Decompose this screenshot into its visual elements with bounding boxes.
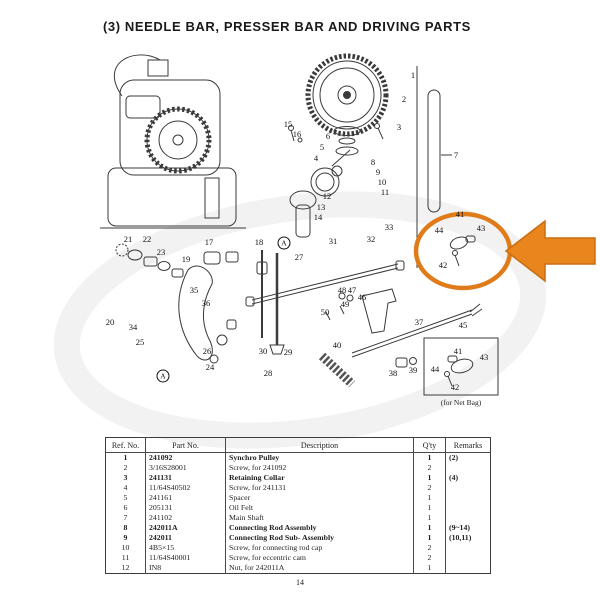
cell-ref: 6 (123, 503, 128, 512)
cell-qty: 1 (413, 493, 446, 503)
cell-part: 205131 (145, 503, 226, 513)
cell-qty: 2 (413, 553, 446, 563)
cell-qty: 1 (413, 563, 446, 574)
cell-ref: 8 (123, 523, 128, 532)
cell-part: 242011 (145, 533, 226, 543)
cell-ref: 1 (123, 453, 128, 462)
cell-part: 11/64S40001 (145, 553, 226, 563)
cell-qty: 1 (413, 503, 446, 513)
cell-qty: 1 (413, 452, 446, 463)
cell-remarks (445, 513, 491, 523)
cell-qty: 2 (413, 463, 446, 473)
cell-desc: Screw, for connecting rod cap (225, 543, 414, 553)
highlight-annotation (413, 211, 596, 291)
cell-remarks: (2) (445, 452, 491, 463)
cell-desc: Screw, for 241131 (225, 483, 414, 493)
net-bag-inset (423, 337, 499, 396)
cell-part: 241131 (145, 473, 226, 483)
cell-remarks: (4) (445, 473, 491, 483)
main-shaft (416, 66, 452, 268)
cell-desc: Connecting Rod Sub- Assembly (225, 533, 414, 543)
connecting-rod (289, 149, 351, 238)
cell-part: IN8 (145, 563, 226, 574)
synchro-pulley (305, 53, 389, 156)
column-header-2: Description (225, 437, 414, 453)
page-title: (3) NEEDLE BAR, PRESSER BAR AND DRIVING … (103, 19, 471, 34)
needle-presser-bars (256, 250, 285, 355)
cell-remarks: (10,11) (445, 533, 491, 543)
cell-remarks: (9~14) (445, 523, 491, 533)
cell-ref: 11 (121, 553, 130, 562)
left-assembly (115, 243, 239, 364)
column-header-0: Ref. No. (111, 440, 140, 450)
cell-qty: 1 (413, 533, 446, 543)
cell-qty: 1 (413, 473, 446, 483)
net-bag-parts (449, 235, 476, 267)
cell-part: 3/16S28001 (145, 463, 226, 473)
spring (318, 352, 356, 388)
cell-desc: Oil Felt (225, 503, 414, 513)
cell-desc: Main Shaft (225, 513, 414, 523)
machine-sketch (100, 54, 246, 229)
cell-ref: 4 (123, 483, 128, 492)
cell-remarks (445, 563, 491, 574)
cell-ref: 2 (123, 463, 128, 472)
orange-arrow-icon (504, 219, 596, 283)
drive-rods (245, 260, 483, 358)
cell-desc: Retaining Collar (225, 473, 414, 483)
cell-part: 242011A (145, 523, 226, 533)
cell-remarks (445, 553, 491, 563)
watermark (53, 191, 547, 449)
cell-desc: Nut, for 242011A (225, 563, 414, 574)
cell-remarks (445, 493, 491, 503)
inset-caption: (for Net Bag) (440, 398, 482, 407)
cell-qty: 1 (413, 523, 446, 533)
cell-part: 241092 (145, 452, 226, 463)
cell-ref: 10 (121, 543, 130, 552)
cell-remarks (445, 483, 491, 493)
column-header-1: Part No. (145, 437, 226, 453)
cell-desc: Synchro Pulley (225, 452, 414, 463)
cell-qty: 2 (413, 543, 446, 553)
cell-part: 4B5×15 (145, 543, 226, 553)
cell-remarks (445, 503, 491, 513)
cell-ref: 12 (121, 563, 130, 572)
cell-desc: Screw, for eccentric cam (225, 553, 414, 563)
cell-desc: Screw, for 241092 (225, 463, 414, 473)
column-header-4: Remarks (445, 437, 491, 453)
cell-part: 241102 (145, 513, 226, 523)
cell-part: 241161 (145, 493, 226, 503)
cell-desc: Connecting Rod Assembly (225, 523, 414, 533)
cell-ref: 9 (123, 533, 128, 542)
cell-qty: 1 (413, 513, 446, 523)
bracket-screws (288, 125, 417, 368)
cell-desc: Spacer (225, 493, 414, 503)
cell-remarks (445, 463, 491, 473)
cell-ref: 5 (123, 493, 128, 502)
cell-qty: 2 (413, 483, 446, 493)
column-header-3: Q'ty (413, 437, 446, 453)
page-number: 14 (296, 578, 304, 587)
cell-remarks (445, 543, 491, 553)
cell-ref: 3 (123, 473, 128, 482)
cell-ref: 7 (123, 513, 128, 522)
cell-part: 11/64S40502 (145, 483, 226, 493)
